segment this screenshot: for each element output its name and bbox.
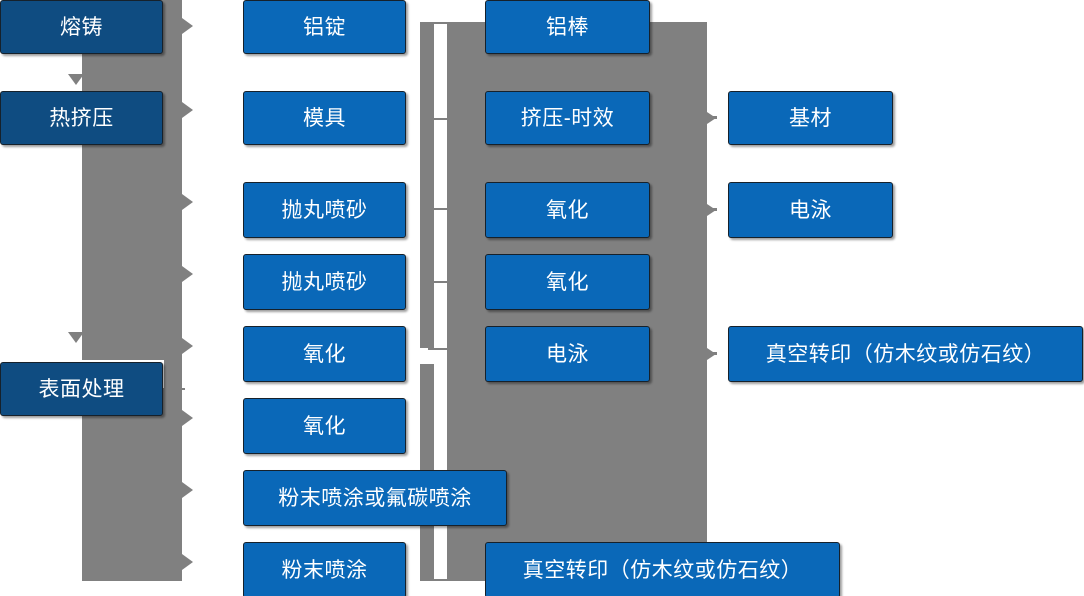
node-oxidation-3[interactable]: 氧化 xyxy=(485,182,650,238)
node-label: 表面处理 xyxy=(38,377,125,401)
node-base-material[interactable]: 基材 xyxy=(728,91,893,145)
node-label: 模具 xyxy=(303,106,346,130)
connector-tick-1 xyxy=(428,22,454,24)
node-vacuum-transfer-printing-1[interactable]: 真空转印（仿木纹或仿石纹） xyxy=(485,542,840,596)
node-label: 熔铸 xyxy=(60,15,103,39)
node-vacuum-transfer-printing-2[interactable]: 真空转印（仿木纹或仿石纹） xyxy=(728,326,1083,382)
node-electrophoresis-1[interactable]: 电泳 xyxy=(485,326,650,382)
arrow-right-icon-c2-5 xyxy=(182,338,193,354)
node-label: 抛丸喷砂 xyxy=(281,198,368,222)
node-aluminum-ingot[interactable]: 铝锭 xyxy=(243,0,406,54)
node-shot-blasting-2[interactable]: 抛丸喷砂 xyxy=(243,254,406,310)
connector-bar-mid-upper xyxy=(420,22,434,348)
node-label: 铝锭 xyxy=(303,15,346,39)
connector-tick-2 xyxy=(428,118,454,120)
node-shot-blasting-1[interactable]: 抛丸喷砂 xyxy=(243,182,406,238)
node-electrophoresis-2[interactable]: 电泳 xyxy=(728,182,893,238)
node-label: 抛丸喷砂 xyxy=(281,270,368,294)
node-oxidation-2[interactable]: 氧化 xyxy=(243,398,406,454)
node-label: 真空转印（仿木纹或仿石纹） xyxy=(765,342,1046,366)
arrow-right-icon-c2-4 xyxy=(182,266,193,282)
node-melting-casting[interactable]: 熔铸 xyxy=(0,0,163,54)
node-label: 氧化 xyxy=(546,198,589,222)
node-label: 电泳 xyxy=(789,198,832,222)
node-powder-coating[interactable]: 粉末喷涂 xyxy=(243,542,406,596)
connector-tick-6 xyxy=(428,579,454,581)
node-label: 真空转印（仿木纹或仿石纹） xyxy=(522,558,803,582)
node-label: 热挤压 xyxy=(49,106,114,130)
node-aluminum-bar[interactable]: 铝棒 xyxy=(485,0,650,54)
node-hot-extrusion[interactable]: 热挤压 xyxy=(0,91,163,145)
arrow-right-icon-c2-7 xyxy=(182,482,193,498)
node-label: 氧化 xyxy=(546,270,589,294)
node-label: 铝棒 xyxy=(546,15,589,39)
connector-stub-surface xyxy=(163,388,185,390)
node-surface-treatment[interactable]: 表面处理 xyxy=(0,362,163,416)
connector-tick-3 xyxy=(428,208,454,210)
node-extrusion-aging[interactable]: 挤压-时效 xyxy=(485,91,650,145)
arrow-right-icon-c2-3 xyxy=(182,194,193,210)
node-oxidation-1[interactable]: 氧化 xyxy=(243,326,406,382)
connector-tick-5 xyxy=(428,348,454,350)
node-oxidation-4[interactable]: 氧化 xyxy=(485,254,650,310)
node-label: 氧化 xyxy=(303,414,346,438)
arrow-right-icon-c4-1 xyxy=(707,112,716,124)
connector-down-arrow-icon xyxy=(68,74,84,85)
node-label: 粉末喷涂 xyxy=(281,558,368,582)
arrow-right-icon-c2-8 xyxy=(182,554,193,570)
node-mold[interactable]: 模具 xyxy=(243,91,406,145)
arrow-right-icon-c4-2 xyxy=(707,204,716,216)
connector-trunk-left xyxy=(82,0,182,581)
arrow-right-icon-c2-2 xyxy=(182,102,193,118)
node-label: 基材 xyxy=(789,106,832,130)
node-label: 氧化 xyxy=(303,342,346,366)
node-label: 粉末喷涂或氟碳喷涂 xyxy=(278,486,472,510)
arrow-right-icon-c4-3 xyxy=(707,348,716,360)
connector-tick-4 xyxy=(428,281,454,283)
arrow-right-icon-c2-1 xyxy=(182,18,193,34)
connector-down-arrow-icon-2 xyxy=(68,332,84,343)
node-powder-or-fluorocarbon-coating[interactable]: 粉末喷涂或氟碳喷涂 xyxy=(243,470,507,526)
node-label: 电泳 xyxy=(546,342,589,366)
node-label: 挤压-时效 xyxy=(520,106,615,130)
arrow-right-icon-c2-6 xyxy=(182,410,193,426)
